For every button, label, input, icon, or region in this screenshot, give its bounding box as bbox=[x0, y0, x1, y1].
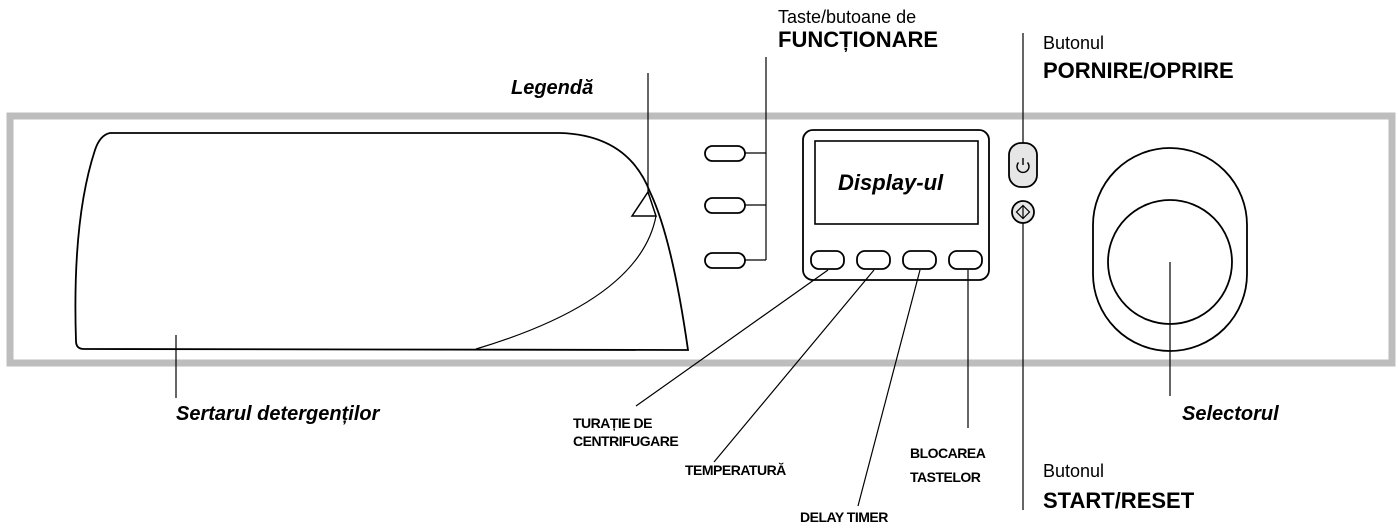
leader-lines bbox=[175, 33, 1171, 510]
spin-button[interactable] bbox=[810, 250, 845, 270]
function-key-3[interactable] bbox=[704, 252, 746, 269]
detergent-drawer-label: Sertarul detergenților bbox=[176, 403, 380, 425]
temperature-button[interactable] bbox=[856, 250, 891, 270]
drawer-divider-curve bbox=[475, 215, 657, 350]
function-keys-label-line2: FUNCȚIONARE bbox=[778, 27, 939, 52]
power-icon bbox=[1016, 158, 1030, 174]
delay-timer-label: DELAY TIMER bbox=[800, 509, 888, 525]
key-lock-label-line2: TASTELOR bbox=[910, 469, 981, 485]
selector-label: Selectorul bbox=[1182, 403, 1279, 425]
spin-label-line1: TURAȚIE DE bbox=[573, 415, 653, 431]
spin-label-line2: CENTRIFUGARE bbox=[573, 433, 679, 449]
drawer-legend-flap bbox=[630, 190, 658, 217]
function-key-2[interactable] bbox=[704, 197, 746, 214]
function-key-1[interactable] bbox=[704, 145, 746, 162]
temperature-label: TEMPERATURĂ bbox=[685, 462, 786, 478]
power-label-line2: PORNIRE/OPRIRE bbox=[1043, 58, 1234, 83]
display-label: Display-ul bbox=[838, 170, 944, 195]
key-lock-label-line1: BLOCAREA bbox=[910, 445, 986, 461]
start-pause-icon bbox=[1015, 204, 1031, 220]
detergent-drawer bbox=[74, 132, 690, 351]
key-lock-button[interactable] bbox=[948, 250, 983, 270]
power-label-line1: Butonul bbox=[1043, 33, 1105, 53]
function-keys-label-line1: Taste/butoane de bbox=[778, 7, 917, 27]
legend-label: Legendă bbox=[511, 77, 594, 99]
start-label-line1: Butonul bbox=[1043, 461, 1105, 481]
panel-frame bbox=[6, 112, 1396, 367]
delay-timer-button[interactable] bbox=[902, 250, 937, 270]
start-label-line2: START/RESET bbox=[1043, 488, 1195, 513]
display-screen bbox=[814, 140, 979, 225]
